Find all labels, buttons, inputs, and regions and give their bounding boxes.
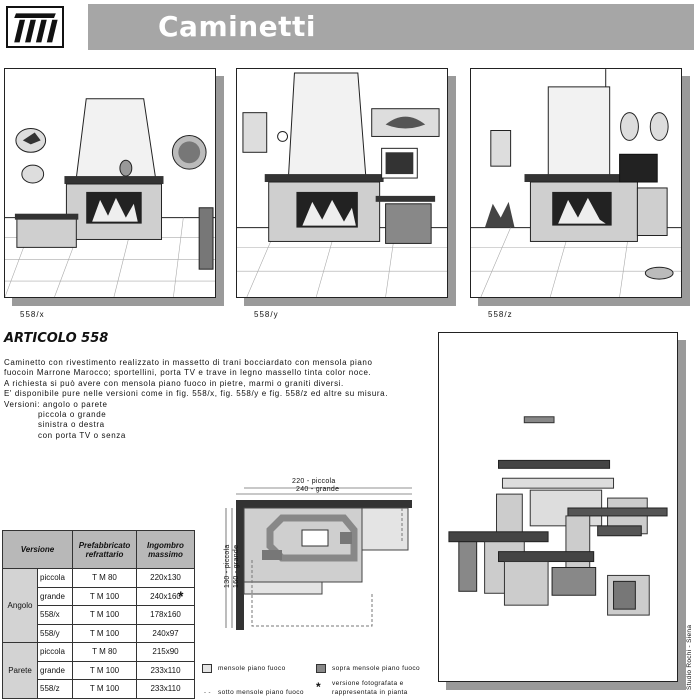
photo-panel-y: [236, 68, 458, 306]
illustration-credit: Studio Rochi - Siena: [686, 624, 693, 690]
photo-panel-x: [4, 68, 226, 306]
article-line: Versioni: angolo o parete: [4, 399, 108, 409]
legend-item-sotto: sotto mensole piano fuoco: [218, 689, 304, 696]
legend-item-versione-2: rappresentata in pianta: [332, 689, 408, 696]
photo-panel-z: [470, 68, 692, 306]
legend-swatch-light: [202, 664, 212, 673]
title-bar: Caminetti: [88, 4, 694, 50]
table-cell: T M 100: [72, 660, 137, 680]
table-cell: piccola: [37, 568, 73, 588]
table-row: 558/z T M 100 233x110: [3, 679, 195, 699]
article-line: Caminetto con rivestimento realizzato in…: [4, 358, 373, 367]
article-description: Caminetto con rivestimento realizzato in…: [4, 358, 424, 441]
table-cell: 215x90: [136, 642, 195, 662]
table-row: Parete piccola T M 80 215x90: [2, 642, 195, 699]
table-cell: 220x130: [136, 568, 195, 588]
article-line: A richiesta si può avere con mensola pia…: [4, 378, 344, 388]
brand-logo: [6, 6, 64, 48]
table-group-label: Angolo: [2, 568, 38, 643]
fireplace-illustration-z: [470, 68, 682, 298]
plan-width-small: 220 - piccola: [292, 478, 336, 485]
exploded-fireplace-illustration: [438, 332, 678, 682]
table-cell: 178x160: [136, 605, 195, 625]
table-cell: 240x97: [136, 623, 195, 643]
fireplace-illustration-y: [236, 68, 448, 298]
article-subline: sinistra o destra: [38, 420, 105, 430]
panel-caption-y: 558/y: [254, 310, 279, 319]
table-cell: T M 100: [72, 679, 137, 699]
article-line: fuocoin Marrone Marocco; sportellini, po…: [4, 368, 372, 378]
legend-swatch-dark: [316, 664, 326, 673]
table-row: grande T M 100 240x160: [3, 586, 195, 606]
table-cell: 233x110: [136, 679, 195, 699]
floor-plan-diagram: [222, 478, 434, 638]
panel-caption-z: 558/z: [488, 310, 513, 319]
table-cell: T M 80: [72, 642, 137, 662]
table-cell: T M 80: [72, 568, 137, 588]
table-cell: piccola: [37, 642, 73, 662]
legend-item-sopra: sopra mensole piano fuoco: [332, 665, 421, 672]
legend-star-icon: *: [316, 680, 322, 694]
table-header-row: Versione Prefabbricato refrattario Ingom…: [2, 530, 195, 569]
panel-caption-x: 558/x: [20, 310, 45, 319]
article-subline: piccola o grande: [38, 410, 107, 420]
fireplace-illustration-x: [4, 68, 216, 298]
table-cell: T M 100: [72, 586, 137, 606]
table-cell: T M 100: [72, 623, 137, 643]
table-cell: 558/y: [37, 623, 73, 643]
plan-depth-large: 160 - grande: [233, 544, 240, 588]
versions-table: Versione Prefabbricato refrattario Ingom…: [2, 530, 195, 699]
table-header-prefab: Prefabbricato refrattario: [72, 530, 137, 569]
legend-dash-icon: - -: [204, 690, 211, 696]
table-star-marker: *: [178, 588, 184, 604]
article-subline: con porta TV o senza: [38, 430, 126, 440]
article-line: E' disponibile pure nelle versioni come …: [4, 389, 389, 399]
article-title: ARTICOLO 558: [4, 331, 109, 346]
table-cell: T M 100: [72, 605, 137, 625]
table-cell: 558/x: [37, 605, 73, 625]
page-title: Caminetti: [158, 10, 317, 43]
table-cell: 233x110: [136, 660, 195, 680]
table-row: Angolo piccola T M 80 220x130: [2, 568, 195, 643]
table-header-version: Versione: [2, 530, 73, 569]
table-row: 558/x T M 100 178x160: [3, 605, 195, 625]
legend-item-versione-1: versione fotografata e: [332, 680, 404, 687]
table-header-size: Ingombro massimo: [136, 530, 195, 569]
table-cell: 240x160: [136, 586, 195, 606]
table-cell: grande: [37, 660, 73, 680]
brand-logo-icon: [14, 13, 58, 43]
plan-depth-small: 130 - piccola: [224, 544, 231, 588]
legend-item-mensole: mensole piano fuoco: [218, 665, 286, 672]
exploded-view-panel: [438, 332, 686, 690]
table-cell: grande: [37, 586, 73, 606]
table-cell: 558/z: [37, 679, 73, 699]
table-row: 558/y T M 100 240x97: [3, 623, 195, 643]
table-group-label: Parete: [2, 642, 38, 699]
plan-width-large: 240 - grande: [296, 486, 340, 493]
